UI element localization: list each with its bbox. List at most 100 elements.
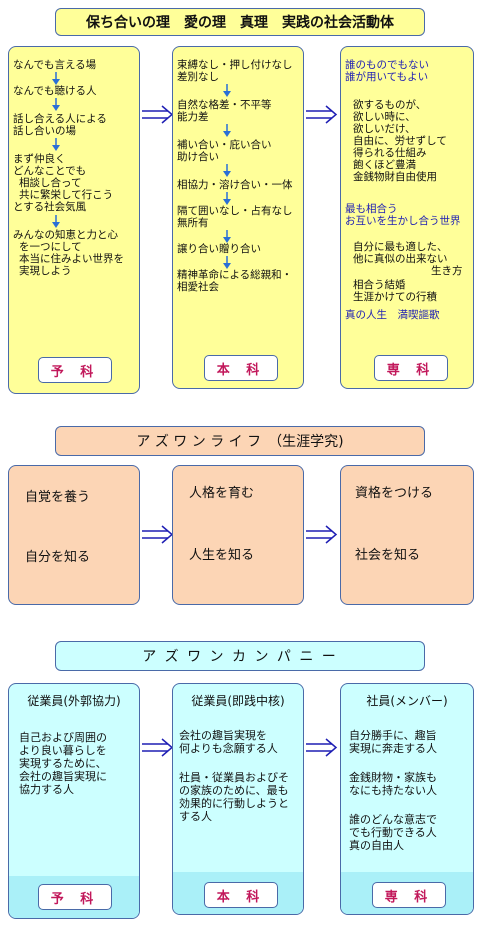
- text-line: 会社の趣旨実現に: [19, 770, 107, 783]
- arrow-down-icon: [223, 164, 231, 177]
- text-line: 誰のものでもない: [345, 59, 429, 71]
- text-line: 得られる仕組み: [353, 147, 427, 159]
- text-line: 譲り合い贈り合い: [177, 243, 261, 255]
- text-line: 欲しい時に、: [353, 111, 416, 123]
- senka-label: 専 科: [386, 362, 436, 378]
- arrow-right-icon: [306, 525, 338, 544]
- text-line: より良い暮らしを: [19, 744, 107, 757]
- text-line: 欲しいだけ、: [353, 123, 416, 135]
- text-line: 相協力・溶け合い・一体: [177, 179, 293, 191]
- panel-company-3: 社員(メンバー) 自分勝手に、趣旨 実現に奔走する人 金銭財物・家族も なにも持…: [340, 683, 474, 915]
- text-line: 効果的に行動しようと: [179, 797, 289, 810]
- text-line: 誰のどんな意志で: [349, 813, 437, 826]
- honka-button[interactable]: 本 科: [204, 882, 278, 908]
- arrow-down-icon: [52, 215, 60, 228]
- text-line: 相談し合って: [19, 177, 82, 189]
- arrow-right-icon: [306, 105, 338, 124]
- text-line: 自己および周囲の: [19, 731, 107, 744]
- text-line: お互いを生かし合う世界: [345, 215, 461, 227]
- text-line: 真の自由人: [349, 839, 404, 852]
- text-line: なんでも聴ける人: [13, 85, 97, 97]
- title-section1: 保ち合いの理 愛の理 真理 実践の社会活動体: [55, 8, 425, 36]
- text-line: 会社の趣旨実現を: [179, 729, 267, 742]
- panel-company-2: 従業員(即践中核) 会社の趣旨実現を 何よりも念願する人 社員・従業員およびそ …: [172, 683, 304, 915]
- text-line: 資格をつける: [355, 486, 434, 501]
- text-line: 助け合い: [177, 151, 219, 163]
- arrow-down-icon: [223, 256, 231, 269]
- text-line: とする社会気風: [13, 201, 87, 213]
- arrow-down-icon: [223, 230, 231, 243]
- text-line: 飽くほど豊満: [353, 159, 416, 171]
- text-line: どんなことでも: [13, 165, 87, 177]
- text-line: 自然な格差・不平等: [177, 99, 272, 111]
- column-heading: 従業員(外郭協力): [27, 694, 121, 708]
- arrow-down-icon: [52, 138, 60, 151]
- text-line: なんでも言える場: [13, 59, 97, 71]
- text-line: の家族のために、最も: [179, 784, 289, 797]
- text-line: 人格を育む: [189, 486, 255, 501]
- text-line: 自由に、労せずして: [353, 135, 447, 147]
- text-line: 本当に住みよい世界を: [19, 253, 124, 265]
- text-line: 精神革命による総親和・: [177, 269, 293, 281]
- text-line: 相合う結婚: [353, 279, 406, 291]
- text-line: 協力する人: [19, 783, 74, 796]
- arrow-right-icon: [306, 738, 338, 757]
- text-line: 他に真似の出来ない: [353, 253, 448, 265]
- honka-button[interactable]: 本 科: [204, 355, 278, 381]
- text-line: 無所有: [177, 217, 209, 229]
- text-line: でも行動できる人: [349, 826, 437, 839]
- panel-yoka-1: なんでも言える場 なんでも聴ける人 話し合える人による 話し合いの場 まず仲良く…: [8, 46, 140, 394]
- yoka-button[interactable]: 予 科: [38, 357, 112, 383]
- title-section3: ア ズ ワ ン カ ン パ ニ ー: [55, 641, 425, 671]
- arrow-down-icon: [223, 84, 231, 97]
- text-line: 何よりも念願する人: [179, 742, 278, 755]
- text-line: 実現に奔走する人: [349, 742, 437, 755]
- text-line: 自分を知る: [25, 550, 91, 565]
- arrow-down-icon: [52, 98, 60, 111]
- text-line: 補い合い・庇い合い: [177, 139, 272, 151]
- text-line: 生涯かけての行積: [353, 291, 437, 303]
- text-line: まず仲良く: [13, 153, 66, 165]
- text-line: なにも持たない人: [349, 784, 437, 797]
- panel-life-2: 人格を育む 人生を知る: [172, 465, 304, 605]
- text-line: 誰が用いてもよい: [345, 71, 429, 83]
- arrow-down-icon: [52, 72, 60, 85]
- panel-honka-1: 束縛なし・押し付けなし 差別なし 自然な格差・不平等 能力差 補い合い・庇い合い…: [172, 46, 304, 389]
- text-line: 実現しよう: [19, 265, 72, 277]
- text-line: 金銭財物・家族も: [349, 771, 437, 784]
- senka-button[interactable]: 専 科: [374, 355, 448, 381]
- text-line: 共に繁栄して行こう: [19, 189, 114, 201]
- text-line: 自分勝手に、趣旨: [349, 729, 437, 742]
- text-line: 差別なし: [177, 71, 219, 83]
- senka-button[interactable]: 専 科: [372, 882, 446, 908]
- text-line: 自覚を養う: [25, 490, 91, 505]
- panel-life-1: 自覚を養う 自分を知る: [8, 465, 140, 605]
- yoka-label: 予 科: [50, 891, 100, 907]
- senka-label: 専 科: [384, 889, 434, 905]
- text-line: 金銭物財自由使用: [353, 171, 437, 183]
- text-line: 話し合いの場: [13, 125, 76, 137]
- honka-label: 本 科: [216, 889, 266, 905]
- text-line: 束縛なし・押し付けなし: [177, 59, 293, 71]
- text-line: 欲するものが、: [353, 99, 427, 111]
- arrow-right-icon: [142, 525, 174, 544]
- text-line: 相愛社会: [177, 281, 219, 293]
- text-line: みんなの知恵と力と心: [13, 229, 118, 241]
- text-line: 隔て囲いなし・占有なし: [177, 205, 293, 217]
- text-line: 最も相合う: [345, 203, 398, 215]
- column-heading: 従業員(即践中核): [191, 694, 285, 708]
- arrow-right-icon: [142, 738, 174, 757]
- text-line: 社員・従業員およびそ: [179, 771, 289, 784]
- column-heading: 社員(メンバー): [366, 694, 448, 708]
- honka-label: 本 科: [216, 362, 266, 378]
- text-line: 実現するために、: [19, 757, 107, 770]
- panel-senka-1: 誰のものでもない 誰が用いてもよい 欲するものが、 欲しい時に、 欲しいだけ、 …: [340, 46, 474, 389]
- text-line: 能力差: [177, 111, 209, 123]
- title-section2: ア ズ ワ ン ラ イ フ （生涯学究): [55, 426, 425, 456]
- text-line: 人生を知る: [189, 548, 255, 563]
- text-line: 社会を知る: [355, 548, 421, 563]
- yoka-button[interactable]: 予 科: [38, 884, 112, 910]
- panel-company-1: 従業員(外郭協力) 自己および周囲の より良い暮らしを 実現するために、 会社の…: [8, 683, 140, 919]
- text-line: を一つにして: [19, 241, 82, 253]
- text-line: 自分に最も適した、: [353, 241, 448, 253]
